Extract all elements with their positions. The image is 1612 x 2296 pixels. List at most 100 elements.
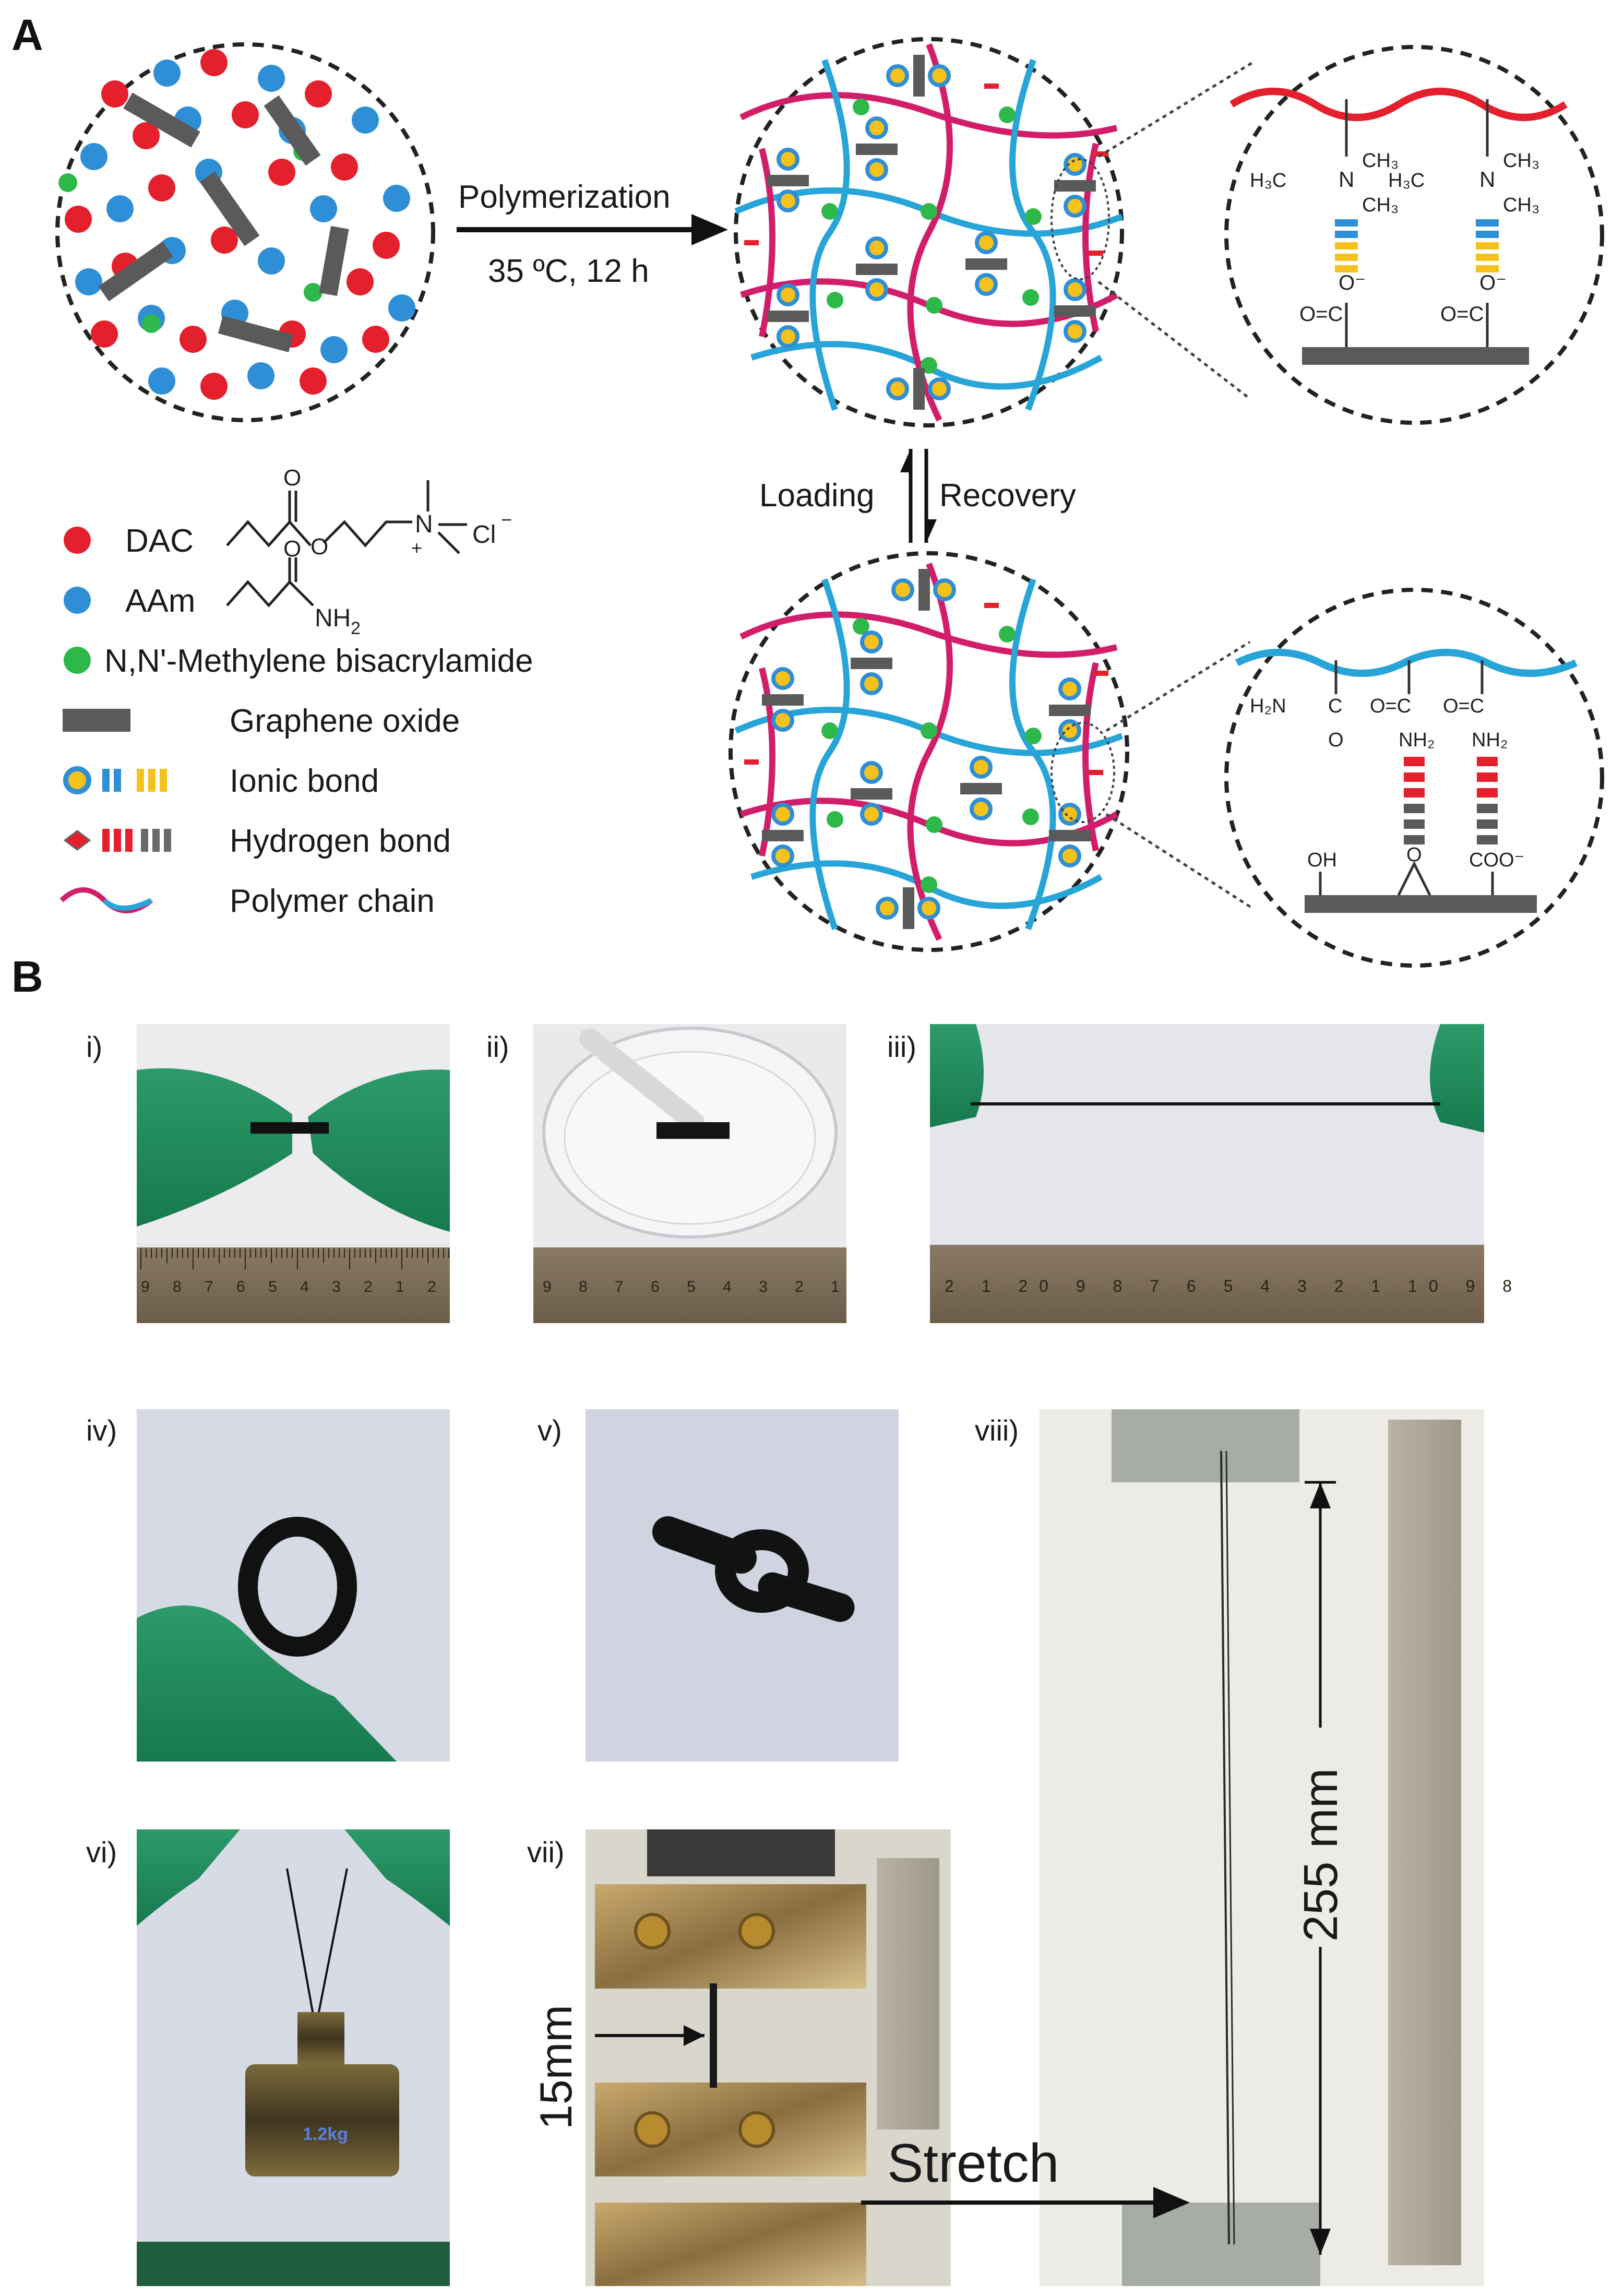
dac-monomer — [200, 49, 228, 76]
ionic-bond-marker — [886, 377, 909, 400]
ionic-zoom-ch3-2a: CH₃ — [1503, 150, 1539, 172]
ionic-bond-marker — [860, 672, 883, 695]
photo-vi-weight — [137, 1829, 450, 2286]
dac-cl-minus: − — [501, 509, 512, 530]
photo-ii-label: ii) — [486, 1030, 509, 1063]
hydrogen-stripe-icon — [102, 829, 110, 852]
graphene-oxide-sheet — [856, 144, 898, 155]
hydrogen-stripe — [1477, 835, 1498, 844]
legend-label: Hydrogen bond — [230, 823, 451, 859]
photo-viii-stretched — [1040, 1409, 1484, 2286]
graphene-oxide-sheet — [856, 264, 898, 275]
hydrogen-stripe — [1477, 804, 1498, 813]
crosslink-point — [1025, 728, 1042, 744]
ionic-bond-marker — [917, 897, 940, 920]
graphene-oxide-sheet — [767, 311, 809, 322]
ionic-bond-marker — [891, 578, 914, 601]
crosslink-point — [921, 876, 937, 893]
dac-cl: Cl — [472, 521, 496, 549]
hydrogen-bond-marker — [984, 603, 999, 608]
ionic-stripe — [1335, 254, 1358, 261]
dac-monomer — [133, 122, 160, 149]
aam-monomer — [247, 362, 274, 389]
ionic-bond-marker — [771, 709, 794, 732]
ionic-bond-marker — [975, 273, 998, 296]
gap-label: 15mm — [531, 2005, 581, 2130]
panel-b-letter: B — [11, 952, 43, 1001]
photo-v-label: v) — [538, 1414, 562, 1447]
ionic-bond-marker — [928, 64, 951, 87]
polymer-chain — [739, 611, 1118, 658]
graphene-oxide-sheet — [264, 95, 321, 166]
graphene-oxide-sheet — [123, 92, 200, 148]
polymerization-arrow — [457, 214, 728, 245]
dac-monomer — [65, 206, 92, 233]
crosslinker-monomer — [142, 314, 161, 333]
hydrogen-bond-marker — [1089, 251, 1103, 256]
panel-a-letter: A — [11, 10, 43, 60]
aam-monomer — [388, 294, 415, 322]
hydrogen-stripe — [1477, 757, 1498, 766]
ionic-bond-marker — [928, 377, 951, 400]
crosslink-point — [1022, 808, 1039, 825]
hydrogen-bond-marker — [984, 84, 999, 89]
ionic-bond-marker — [777, 325, 799, 348]
hydrogen-stripe — [1404, 835, 1425, 844]
dac-o-top: O — [283, 465, 301, 491]
ionic-bond-marker — [970, 798, 993, 820]
aam-monomer — [383, 185, 410, 212]
hydrogel-network-loaded — [729, 551, 1129, 952]
zoom-region — [1050, 158, 1110, 280]
polymerization-label: Polymerization — [458, 179, 671, 215]
ionic-bond-marker — [886, 64, 909, 87]
photo-vii-label: vii) — [527, 1836, 565, 1869]
ionic-stripe — [1476, 254, 1499, 261]
dac-n: N — [415, 510, 433, 538]
polymer-chain — [739, 92, 1118, 139]
condition-label: 35 ºC, 12 h — [488, 253, 649, 289]
ionic-bond-marker — [771, 803, 794, 826]
dac-monomer — [347, 268, 374, 295]
aam-o: O — [283, 536, 301, 562]
graphene-oxide-sheet — [851, 658, 892, 669]
ionic-zoom-ch3-2b: CH₃ — [1503, 194, 1539, 216]
ionic-zoom-oc-1: O=C — [1299, 303, 1343, 326]
length-label: 255 mm — [1294, 1768, 1347, 1942]
ionic-bond-marker — [777, 189, 799, 212]
zoom-region — [1050, 722, 1115, 823]
hbond-zoom-o-epoxy: O — [1406, 844, 1422, 866]
graphene-oxide-sheet — [1049, 705, 1091, 716]
aam-monomer — [352, 106, 379, 134]
crosslink-point — [821, 722, 838, 739]
hbond-zoom-nh2-2: NH₂ — [1399, 729, 1435, 751]
hbond-zoom-nh2-3: NH₂ — [1472, 729, 1508, 751]
zoom-line — [1097, 61, 1253, 158]
hydrogen-stripe-icon — [164, 829, 171, 852]
crosslink-point — [926, 816, 942, 833]
hydrogen-stripe — [1404, 772, 1425, 782]
dac-structure — [226, 480, 467, 554]
stretch-arrow — [861, 2187, 1190, 2218]
polymer-chain — [907, 562, 953, 941]
polymer-chain — [759, 667, 775, 857]
crosslinker-monomer — [58, 173, 77, 192]
hydrogen-stripe — [1477, 788, 1498, 798]
dac-monomer — [305, 80, 332, 108]
graphene-oxide-sheet — [762, 830, 804, 841]
crosslink-point — [1022, 289, 1039, 306]
graphene-oxide-sheet — [1049, 830, 1091, 841]
hydrogen-bond-marker — [1089, 770, 1103, 775]
legend-label: Polymer chain — [230, 883, 435, 919]
hydrogen-bond-marker — [744, 240, 759, 245]
aam-monomer — [106, 195, 134, 222]
crosslink-point — [921, 203, 937, 220]
loading-label: Loading — [759, 478, 875, 514]
ionic-bond-marker — [865, 236, 888, 259]
photo-i-label: i) — [86, 1030, 102, 1063]
legend-label: Ionic bond — [230, 763, 379, 799]
graphene-oxide-sheet — [913, 55, 925, 97]
crosslinker-monomer — [304, 283, 323, 302]
ionic-stripe — [1476, 242, 1499, 249]
photo-ii-healing — [533, 1024, 846, 1323]
dac-plus: + — [411, 537, 422, 558]
